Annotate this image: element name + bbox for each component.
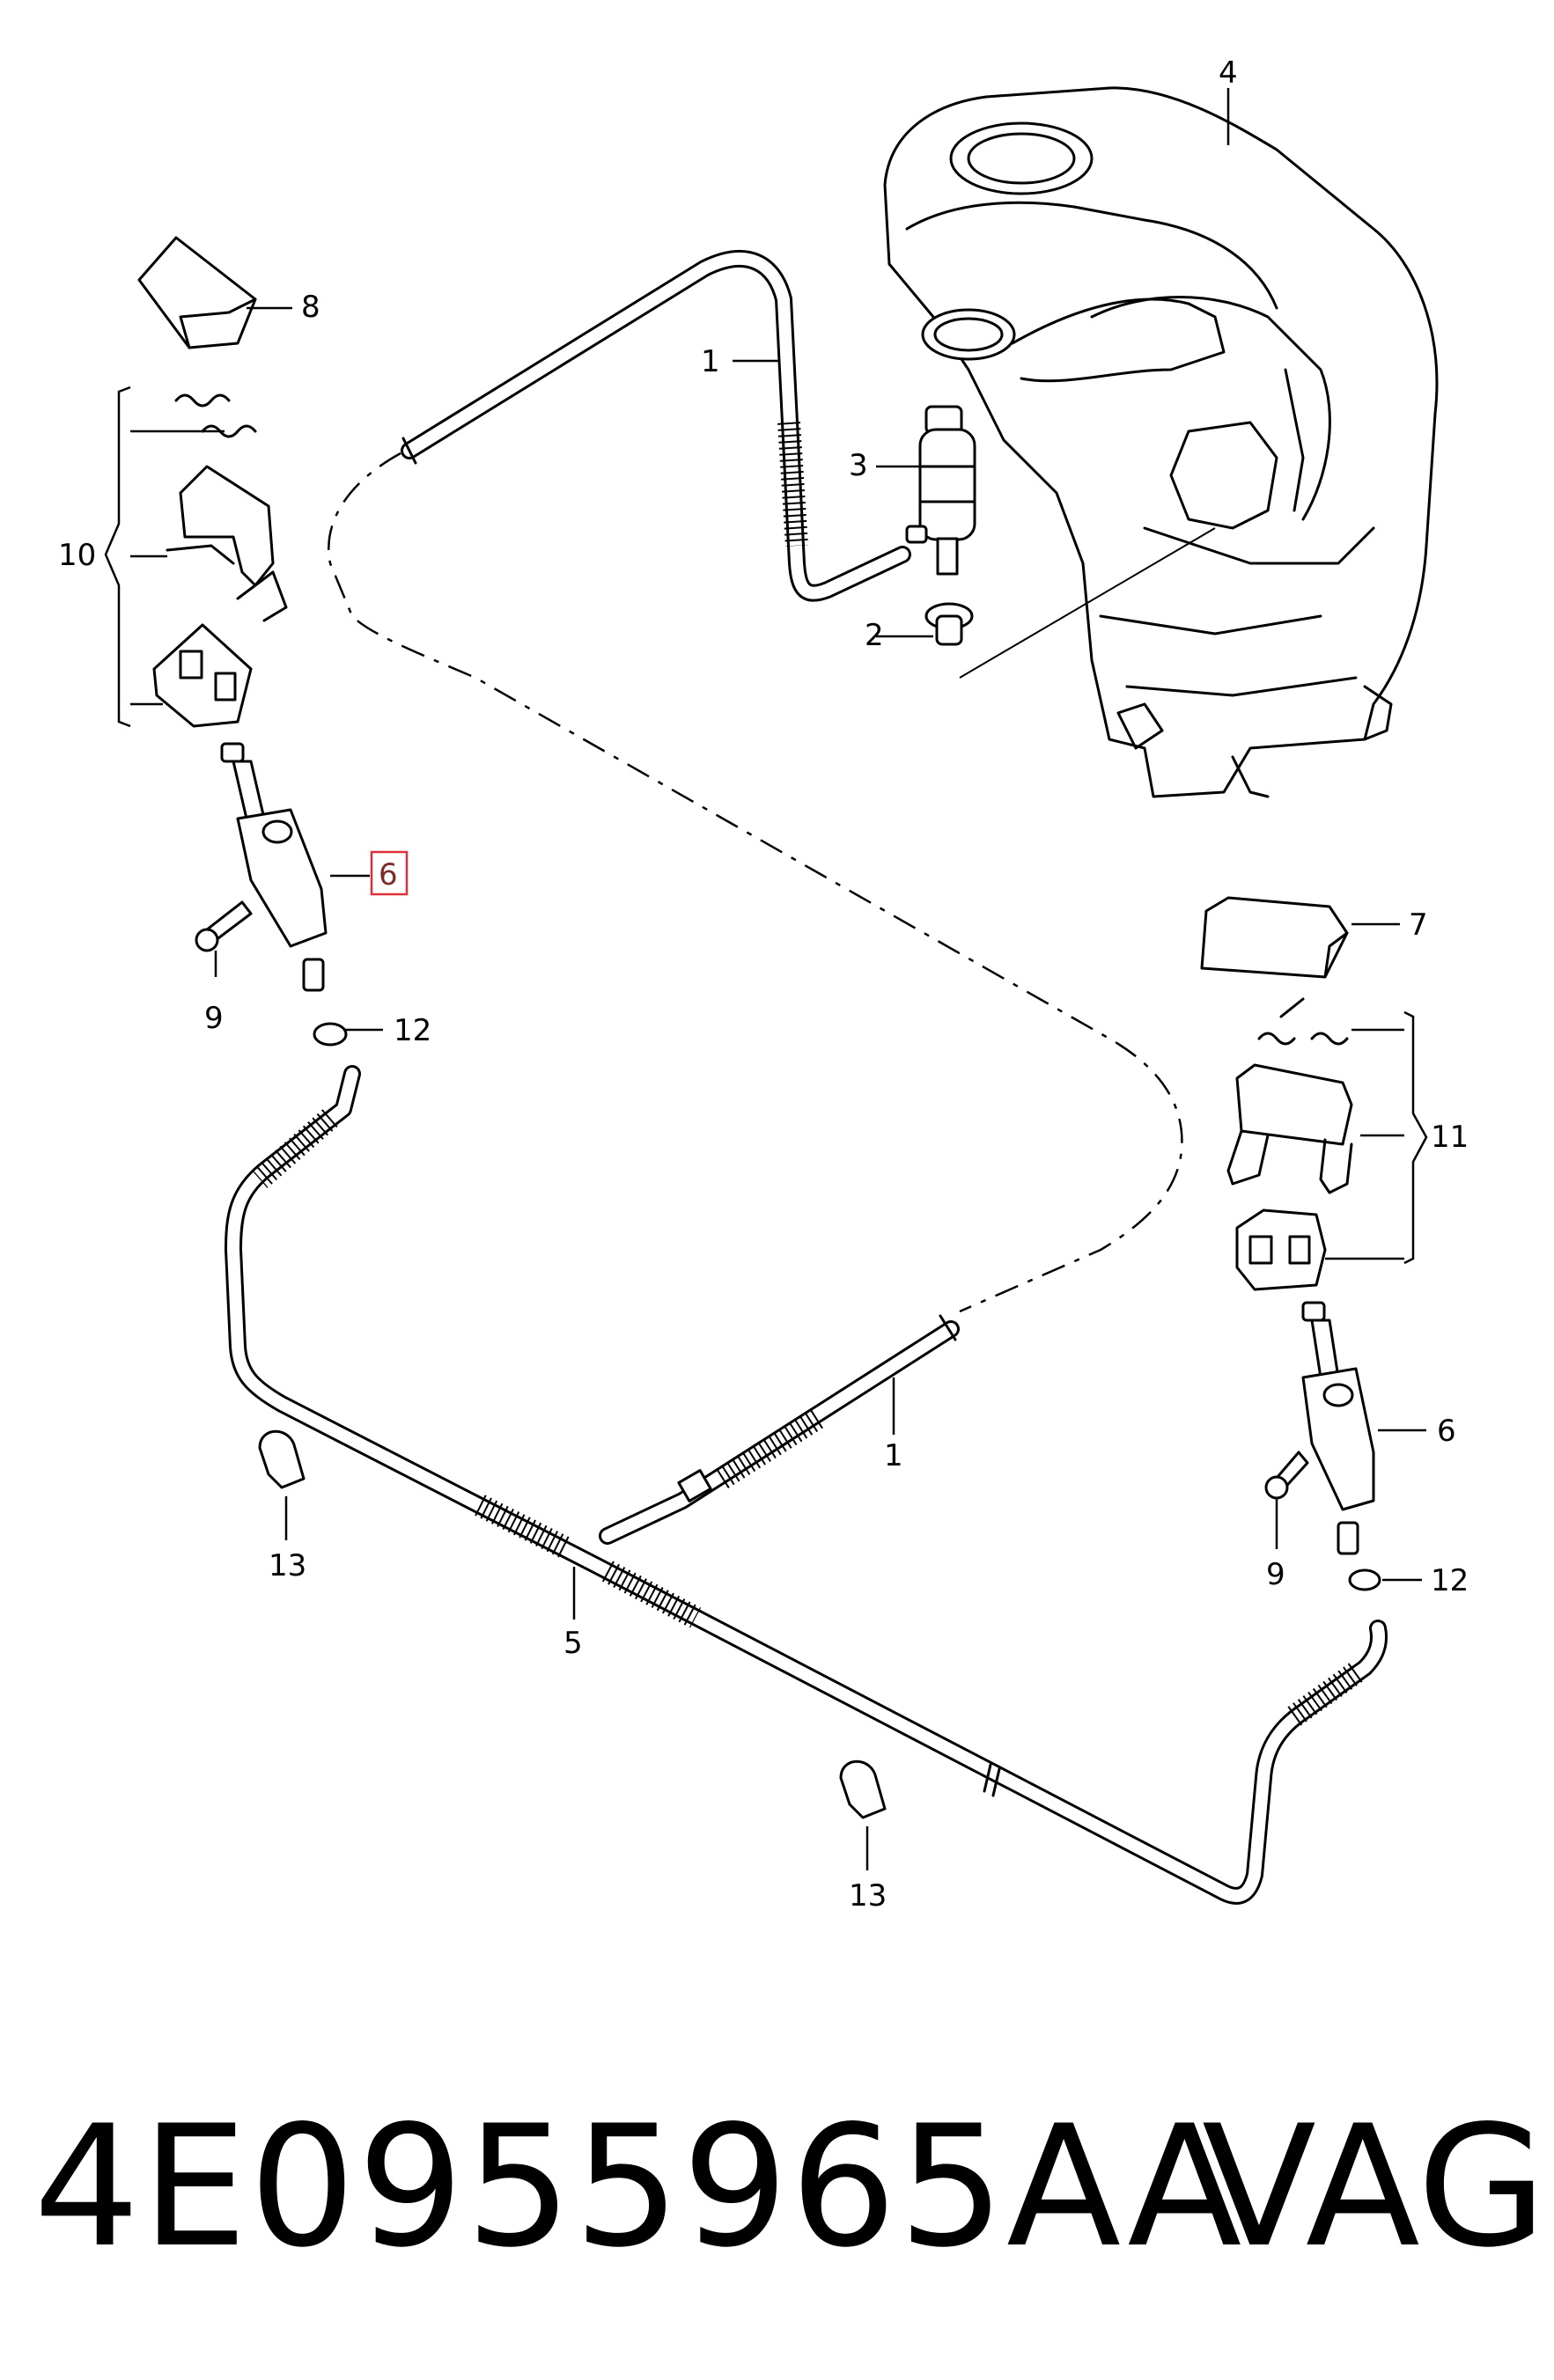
o-ring-right-icon bbox=[1348, 1568, 1381, 1591]
callouts: 4 1 3 2 8 10 6 9 12 7 11 6 9 12 1 5 13 1… bbox=[58, 55, 1469, 1914]
callout-6-left-highlight: 6 bbox=[370, 850, 409, 896]
bracket-right-icon bbox=[1226, 1063, 1353, 1291]
callout-13-right: 13 bbox=[849, 1878, 887, 1914]
cover-cap-right-icon bbox=[1200, 896, 1349, 979]
callout-11: 11 bbox=[1431, 1120, 1469, 1155]
hose-clip-right-icon bbox=[839, 1759, 887, 1819]
headlamp-washer-nozzle-right-icon bbox=[1301, 1301, 1375, 1555]
spring-left-icon bbox=[174, 393, 257, 438]
o-ring-left-icon bbox=[313, 1022, 348, 1047]
grommet-icon bbox=[924, 602, 974, 646]
callout-2: 2 bbox=[865, 618, 884, 653]
callout-3: 3 bbox=[849, 448, 868, 483]
headlamp-washer-nozzle-left-icon bbox=[220, 742, 328, 992]
callout-5: 5 bbox=[563, 1626, 583, 1661]
hose-clip-left-icon bbox=[258, 1429, 306, 1489]
callout-4: 4 bbox=[1219, 55, 1238, 91]
spring-right-icon bbox=[1257, 997, 1349, 1046]
brand-name: VAG bbox=[1202, 2090, 1547, 2284]
part-number: 4E0955965AA bbox=[33, 2090, 1244, 2284]
callout-12-right: 12 bbox=[1431, 1563, 1469, 1598]
hose-top-icon bbox=[401, 250, 911, 602]
washer-pump-icon bbox=[905, 405, 976, 576]
leader-lines bbox=[104, 88, 1428, 1870]
callout-1-top: 1 bbox=[701, 344, 720, 379]
callout-10: 10 bbox=[58, 538, 96, 573]
callout-13-left: 13 bbox=[269, 1548, 306, 1583]
bracket-left-icon bbox=[152, 465, 288, 728]
callout-9-right: 9 bbox=[1266, 1557, 1285, 1592]
hose-branch-icon bbox=[599, 1314, 960, 1545]
callout-6-left: 6 bbox=[379, 857, 398, 892]
callout-1-bottom: 1 bbox=[884, 1438, 903, 1473]
screw-left-icon bbox=[195, 900, 253, 952]
callout-12-left: 12 bbox=[394, 1013, 431, 1048]
callout-9-left: 9 bbox=[204, 1001, 224, 1036]
washer-reservoir-icon bbox=[883, 86, 1439, 798]
callout-6-right: 6 bbox=[1437, 1414, 1456, 1449]
callout-8: 8 bbox=[301, 290, 320, 325]
callout-7: 7 bbox=[1409, 907, 1428, 943]
screw-right-icon bbox=[1264, 1451, 1309, 1500]
cover-cap-left-icon bbox=[137, 236, 257, 349]
hose-main-icon bbox=[225, 1065, 1388, 1905]
